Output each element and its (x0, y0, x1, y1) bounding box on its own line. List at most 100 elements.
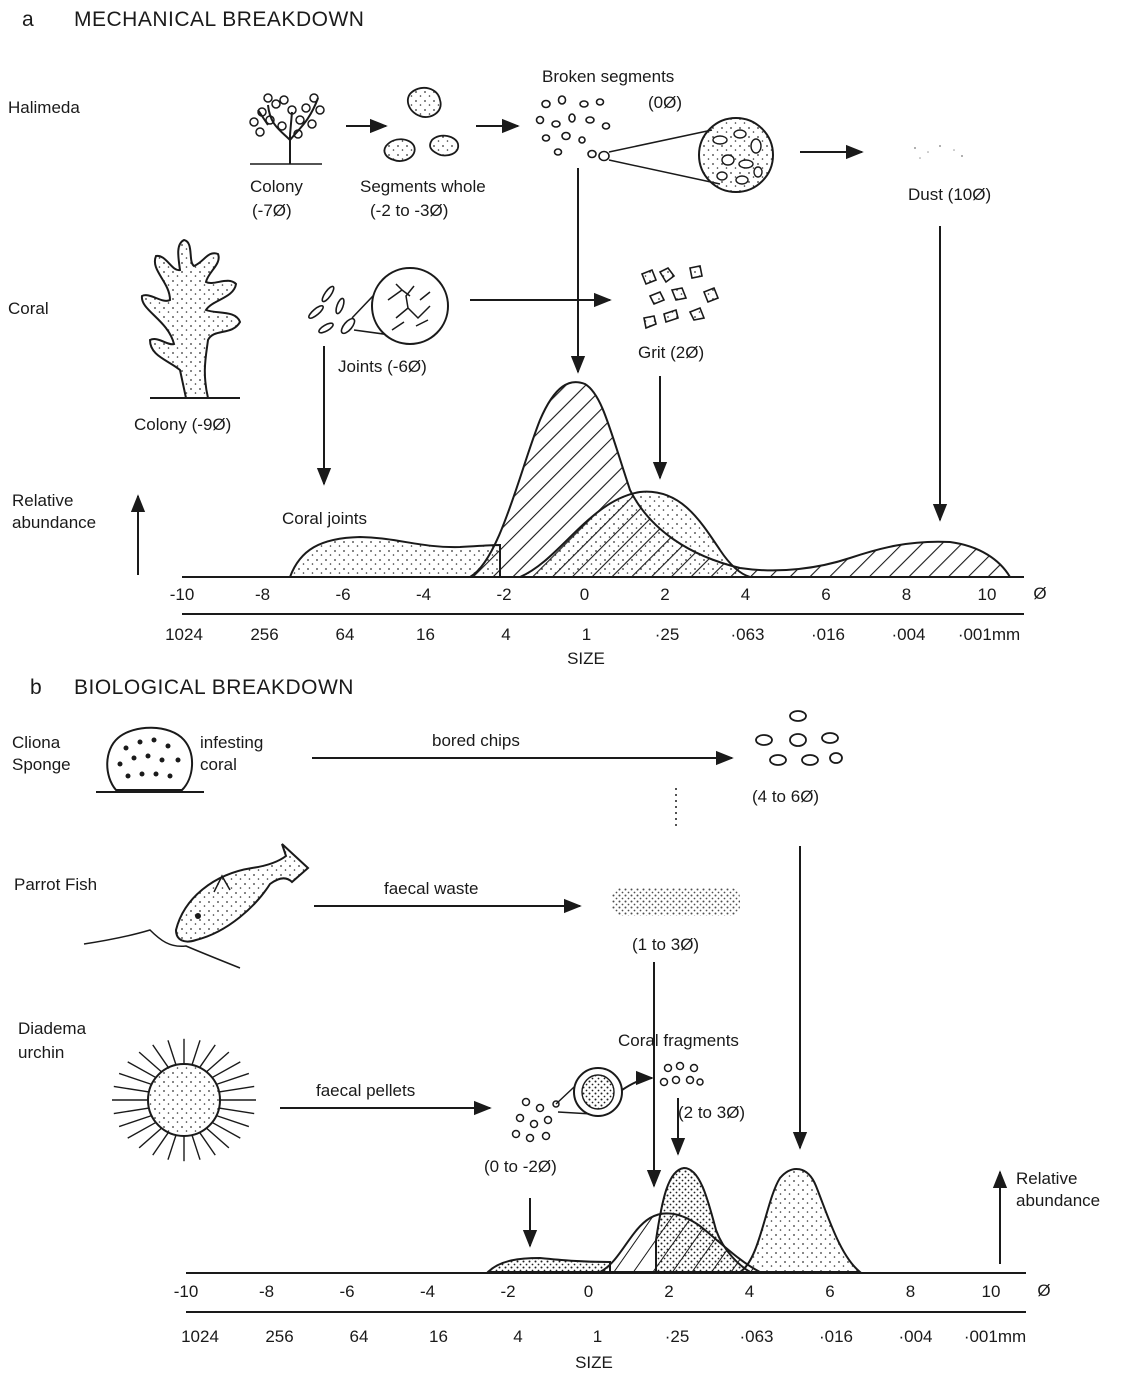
section_a-mm-tick: 4 (501, 625, 510, 644)
section_a-phi-tick: 8 (902, 585, 911, 604)
whole-segments-icon (384, 88, 458, 161)
urchin-spine (114, 1108, 149, 1114)
section-a-title: MECHANICAL BREAKDOWN (74, 8, 364, 31)
section_a-mm-tick: ·001mm (958, 625, 1020, 644)
section_b-mm-tick: 4 (513, 1327, 522, 1346)
section_b-mm-tick: 1024 (181, 1327, 219, 1346)
section_a-mm-tick: ·063 (730, 625, 764, 644)
urchin-spine (168, 1135, 176, 1160)
dust-icon (914, 145, 963, 159)
sponge-icon (96, 728, 204, 792)
section_b-phi-tick: -8 (259, 1282, 274, 1301)
urchin-spine (216, 1116, 248, 1127)
section_b-mm-tick: ·063 (739, 1327, 773, 1346)
infesting-label-line2: coral (200, 755, 237, 774)
urchin-spine (153, 1132, 169, 1155)
faecal-waste-label: faecal waste (384, 879, 479, 898)
bored-chips-label: bored chips (432, 731, 520, 750)
section_a-mm-tick: ·016 (811, 625, 845, 644)
urchin-spine (139, 1052, 161, 1072)
section_a-phi-tick: -2 (496, 585, 511, 604)
dust-label: Dust (10Ø) (908, 185, 991, 204)
section_b-mm-tick: 64 (350, 1327, 369, 1346)
grit-icon (642, 266, 718, 328)
section_b-mm-tick: 16 (429, 1327, 448, 1346)
halimeda-colony-label: Colony (250, 177, 303, 196)
urchin-spine (212, 1062, 240, 1078)
section_b-phi-tick: 0 (584, 1282, 593, 1301)
broken-segments-size: (0Ø) (648, 93, 682, 112)
section_a-mm-tick: 256 (250, 625, 278, 644)
section_a-phi-tick: 2 (660, 585, 669, 604)
cliona-label-line1: Cliona (12, 733, 61, 752)
segments-whole-size: (-2 to -3Ø) (370, 201, 448, 220)
section_b-mm-tick: ·001mm (964, 1327, 1026, 1346)
coral-label: Coral (8, 299, 49, 318)
urchin-spine (216, 1073, 248, 1084)
section_a-mm-tick: 1024 (165, 625, 203, 644)
broken-segments-icon (537, 96, 610, 161)
section_b-phi-tick: 6 (825, 1282, 834, 1301)
magnified-segment-icon (609, 118, 773, 192)
section_b-phi-tick: -2 (500, 1282, 515, 1301)
section-b-title: BIOLOGICAL BREAKDOWN (74, 676, 354, 699)
urchin-spine (119, 1073, 151, 1084)
urchin-spine (192, 1135, 200, 1160)
grit-label: Grit (2Ø) (638, 343, 704, 362)
section_a-phi-tick: 0 (580, 585, 589, 604)
coral-joints-curve-label: Coral joints (282, 509, 367, 528)
urchin-spine (114, 1086, 149, 1092)
halimeda-colony-size: (-7Ø) (252, 201, 292, 220)
coral-fragments-label: Coral fragments (618, 1031, 739, 1050)
urchin-spine (168, 1040, 176, 1065)
diadema-label-line1: Diadema (18, 1019, 87, 1038)
urchin-spine (128, 1062, 156, 1078)
cliona-label-line2: Sponge (12, 755, 71, 774)
coral-colony-label: Colony (-9Ø) (134, 415, 231, 434)
coral-joints-label: Joints (-6Ø) (338, 357, 427, 376)
section_b-mm-tick: ·004 (898, 1327, 932, 1346)
parrot-fish-icon (84, 844, 308, 968)
chart-b-phi-symbol: Ø (1037, 1281, 1050, 1300)
faecal-pellets-size: (0 to -2Ø) (484, 1157, 557, 1176)
urchin-spine (212, 1122, 240, 1138)
section_b-phi-tick: 2 (664, 1282, 673, 1301)
urchin-spine (192, 1040, 200, 1065)
coral-fragments-icon (661, 1063, 704, 1086)
diadema-label-line2: urchin (18, 1043, 64, 1062)
chart-a-curves (290, 382, 1010, 577)
section_b-phi-tick: -6 (339, 1282, 354, 1301)
broken-segments-curve (470, 382, 1010, 577)
section_a-mm-tick: 64 (336, 625, 355, 644)
section_a-mm-tick: 16 (416, 625, 435, 644)
section_a-phi-tick: -6 (335, 585, 350, 604)
section_b-phi-tick: -4 (420, 1282, 435, 1301)
section-a-letter: a (22, 8, 34, 31)
section_a-mm-tick: ·25 (655, 625, 680, 644)
section_b-mm-tick: 256 (265, 1327, 293, 1346)
faecal-pellets-label: faecal pellets (316, 1081, 415, 1100)
section_a-mm-tick: ·004 (891, 625, 925, 644)
bored-chips-icon (756, 711, 842, 765)
section_a-mm-tick: 1 (582, 625, 591, 644)
coral-joints-icon (307, 268, 448, 344)
broken-segments-label: Broken segments (542, 67, 674, 86)
waste-curve (600, 1213, 760, 1272)
section-b-letter: b (30, 676, 42, 699)
pellets-curve (488, 1258, 610, 1272)
urchin-spine (119, 1116, 151, 1127)
section_b-phi-tick: 8 (906, 1282, 915, 1301)
urchin-spine (219, 1086, 254, 1092)
section_b-mm-tick: ·25 (665, 1327, 690, 1346)
urchin-spine (206, 1128, 228, 1148)
chart-a-ylabel-line1: Relative (12, 491, 73, 510)
section_b-phi-tick: 4 (745, 1282, 754, 1301)
urchin-spine (139, 1128, 161, 1148)
section_b-mm-tick: ·016 (819, 1327, 853, 1346)
urchin-spine (153, 1045, 169, 1068)
section_a-phi-tick: -10 (170, 585, 195, 604)
faecal-pellets-icon (513, 1068, 623, 1142)
